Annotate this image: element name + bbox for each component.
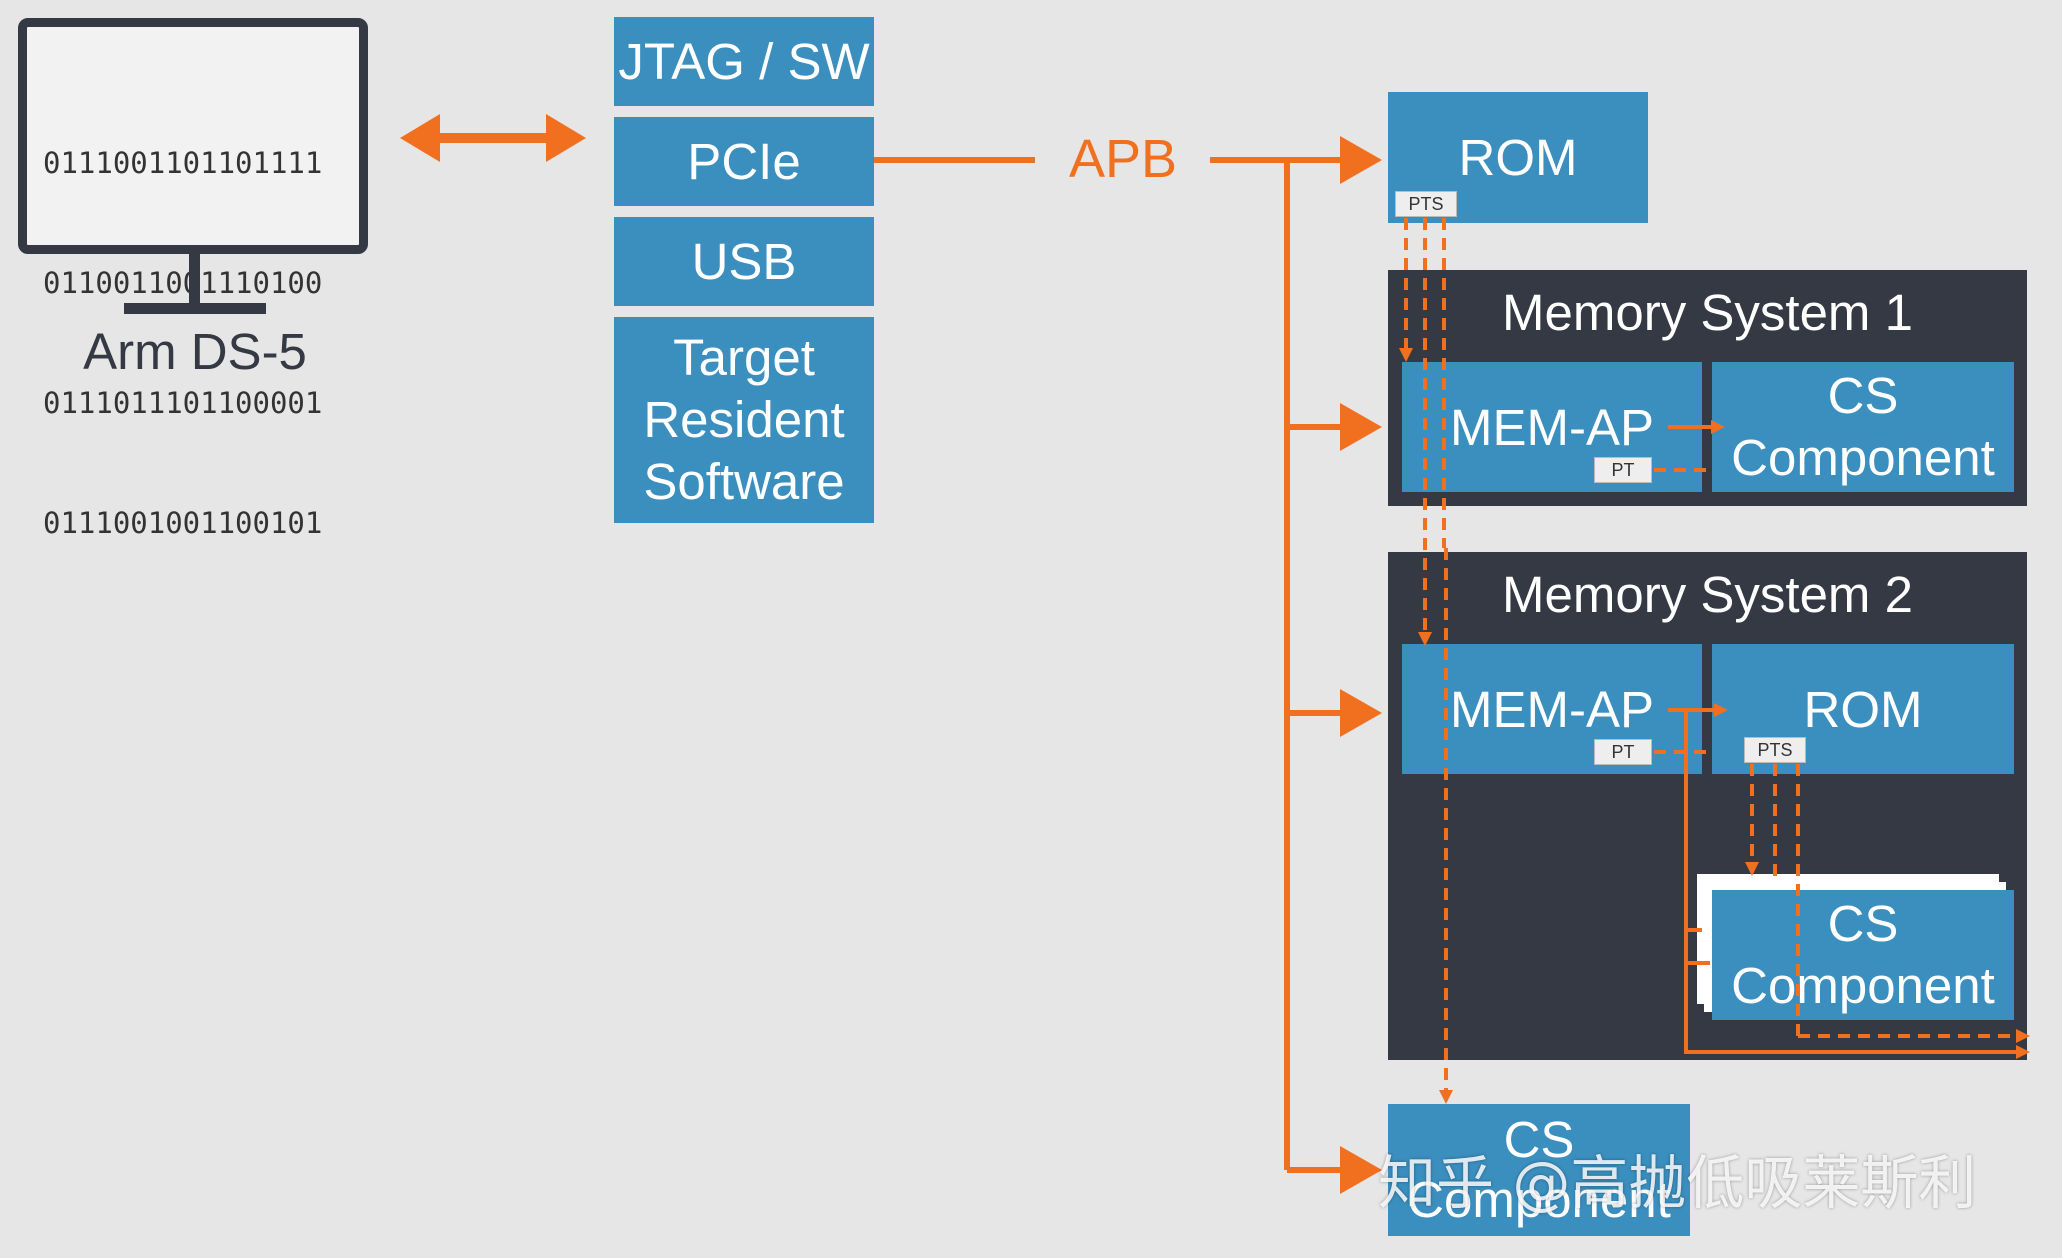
bottom-cs-component-box: CS Component (1388, 1104, 1690, 1236)
ms1-pt-tag: PT (1594, 457, 1652, 483)
apb-label: APB (1068, 129, 1178, 189)
ms2-cs-component-box: CS Component (1712, 890, 2014, 1020)
ms1-arrowhead (1340, 403, 1382, 451)
memory-system-1-title: Memory System 1 (1502, 284, 1913, 341)
host-monitor-icon: 0111001101101111 0110011001110100 011101… (18, 18, 368, 540)
pts-dash-1-arrowhead (1399, 348, 1413, 362)
binary-line: 0111001101101111 (43, 146, 323, 180)
ms2-rom-pts-tag: PTS (1744, 737, 1806, 763)
ms1-mem-ap-box: MEM-AP (1402, 362, 1702, 492)
rom-top-arrowhead (1340, 136, 1382, 184)
watermark: 知乎 @高抛低吸莱斯利 (1378, 1149, 1977, 1217)
ms2-memap-rom-arrowhead (1714, 703, 1728, 717)
target-resident-software-box: Target Resident Software (614, 317, 874, 523)
memory-system-2-title: Memory System 2 (1502, 566, 1913, 623)
monitor-stand (189, 254, 200, 306)
ms2-mem-ap-label: MEM-AP (1450, 680, 1654, 738)
pcie-label: PCIe (687, 133, 801, 190)
ms2-memap-bus-line (1684, 710, 2020, 1054)
monitor-base (124, 303, 266, 314)
ms2-cs-line-2: Component (1731, 957, 1995, 1014)
trs-line-1: Target (673, 329, 815, 386)
ms1-cs-line-2: Component (1731, 429, 1995, 486)
binary-line: 0111011101100001 (43, 386, 323, 420)
ms2-pts-dash-1-arrowhead (1745, 862, 1759, 876)
ms1-cs-line-1: CS (1827, 367, 1899, 424)
bottom-cs-line-1: CS (1503, 1111, 1575, 1168)
trs-line-3: Software (643, 453, 845, 510)
ms1-mem-ap-label: MEM-AP (1450, 398, 1654, 456)
usb-box: USB (614, 217, 874, 306)
ms2-cs-line-1: CS (1827, 895, 1899, 952)
bottom-cs-arrowhead (1340, 1146, 1382, 1194)
binary-line: 0110011001110100 (43, 266, 323, 300)
ms1-memap-cs-arrowhead (1711, 420, 1725, 434)
jtag-sw-box: JTAG / SW (614, 17, 874, 106)
ms2-mem-ap-box: MEM-AP (1402, 644, 1702, 774)
host-label: Arm DS-5 (83, 323, 307, 380)
pts-dash-2-arrowhead (1418, 632, 1432, 646)
rom-top-pts-tag: PTS (1395, 191, 1457, 217)
bottom-cs-line-2: Component (1407, 1171, 1671, 1228)
rom-top-label: ROM (1458, 129, 1578, 186)
pcie-box: PCIe (614, 117, 874, 206)
host-double-arrow-shaft (438, 133, 548, 143)
host-double-arrow-left-head (400, 114, 440, 162)
binary-screen: 0111001101101111 0110011001110100 011101… (43, 63, 322, 623)
host-double-arrow-right-head (546, 114, 586, 162)
ms2-pt-tag: PT (1594, 739, 1652, 765)
usb-label: USB (691, 233, 797, 290)
ms1-cs-component-box: CS Component (1712, 362, 2014, 492)
ms2-rom-label: ROM (1803, 680, 1923, 738)
jtag-sw-label: JTAG / SW (618, 33, 870, 90)
ms2-arrowhead (1340, 689, 1382, 737)
ms2-dash-bus-arrowhead (2016, 1029, 2030, 1043)
ms2-bus-end-arrowhead (2016, 1045, 2030, 1059)
pts-dash-4-arrowhead (1439, 1090, 1453, 1104)
trs-line-2: Resident (643, 391, 845, 448)
binary-line: 0111001001100101 (43, 506, 323, 540)
